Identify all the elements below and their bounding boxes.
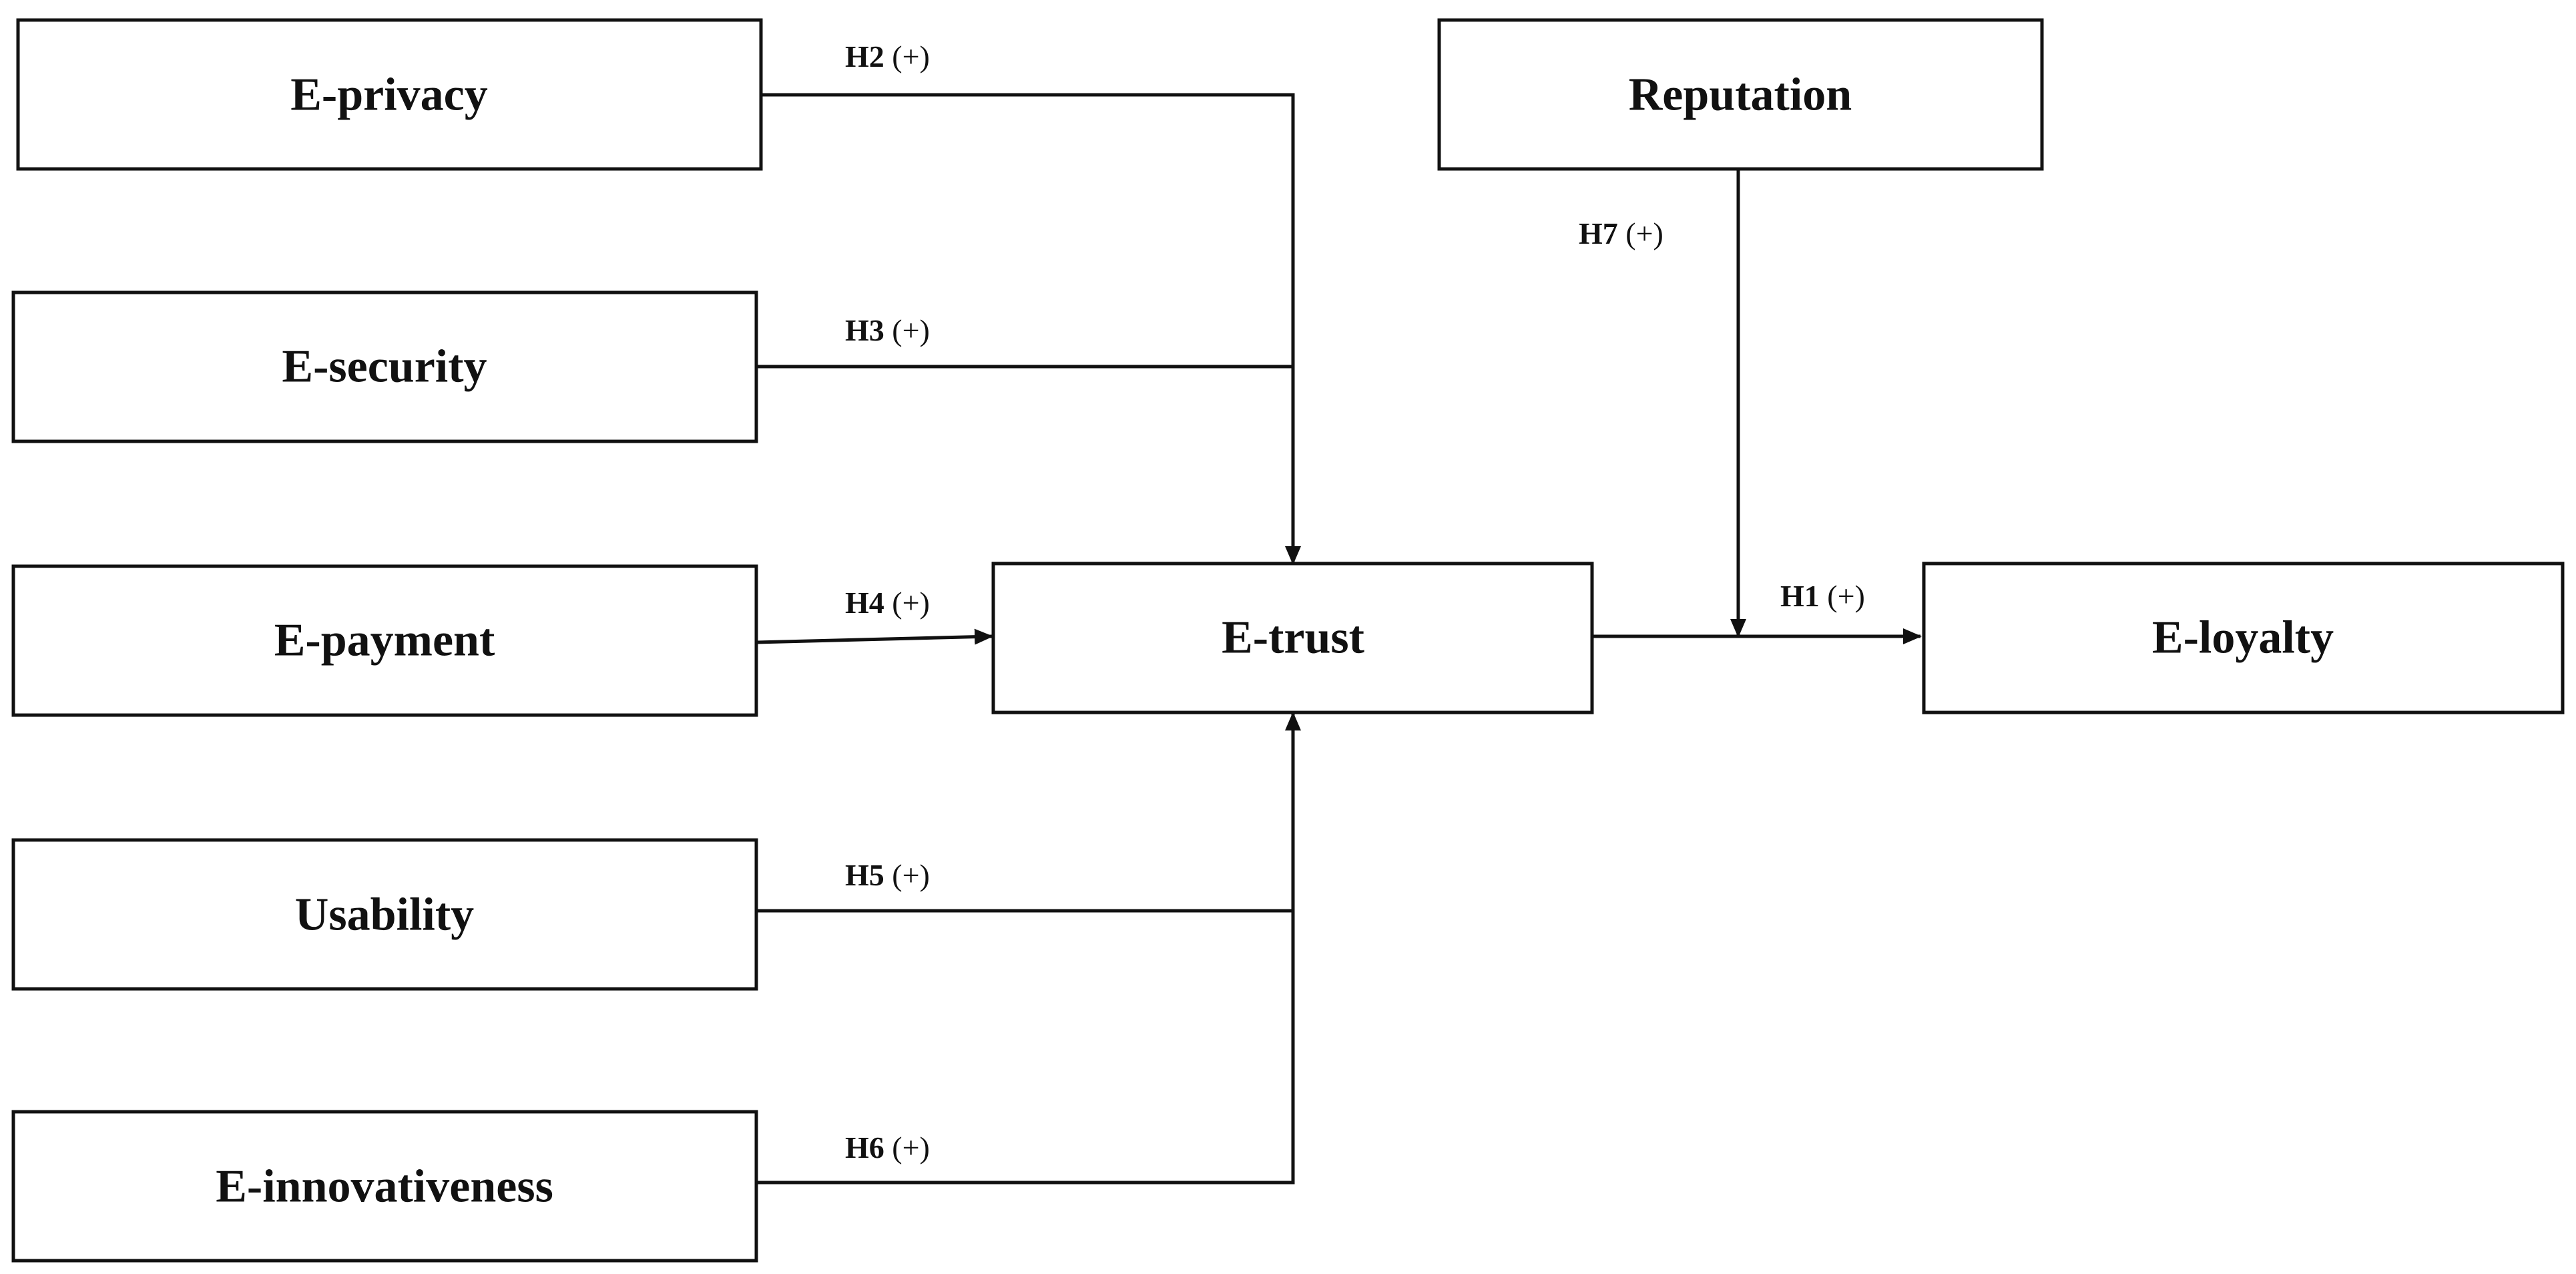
box-e-security: E-security <box>11 290 758 443</box>
label-h6: H6 (+) <box>845 1130 930 1164</box>
box-reputation-label: Reputation <box>1629 69 1852 121</box>
box-e-payment: E-payment <box>11 564 758 717</box>
label-h4: H4 (+) <box>845 586 930 620</box>
box-usability-label: Usability <box>295 889 474 941</box>
label-h3: H3 (+) <box>845 313 930 347</box>
box-e-trust: E-trust <box>991 562 1594 714</box>
box-e-security-label: E-security <box>282 341 487 393</box>
edge-h3-security <box>756 365 1301 565</box>
box-reputation: Reputation <box>1437 18 2044 171</box>
edge-h5-usability <box>756 712 1301 913</box>
box-e-payment-label: E-payment <box>274 615 495 666</box>
box-e-privacy: E-privacy <box>16 18 763 171</box>
box-e-innovativeness: E-innovativeness <box>11 1110 758 1263</box>
box-e-loyalty-label: E-loyalty <box>2152 612 2334 664</box>
box-e-innovativeness-label: E-innovativeness <box>216 1161 553 1213</box>
box-e-loyalty: E-loyalty <box>1922 562 2565 714</box>
label-h1: H1 (+) <box>1780 579 1865 613</box>
edge-h6-innovativeness <box>756 912 1295 1185</box>
label-h7: H7 (+) <box>1579 216 1663 250</box>
edge-h4-payment <box>756 628 993 645</box>
box-usability: Usability <box>11 838 758 991</box>
box-e-trust-label: E-trust <box>1222 612 1364 664</box>
hypothesis-labels: H2 (+) H3 (+) H4 (+) H5 (+) H6 (+) H7 (+… <box>845 39 1865 1164</box>
edge-h2-privacy <box>761 93 1295 365</box>
box-e-privacy-label: E-privacy <box>290 69 488 121</box>
edges <box>756 93 1922 1185</box>
label-h2: H2 (+) <box>845 39 930 73</box>
label-h5: H5 (+) <box>845 858 930 892</box>
